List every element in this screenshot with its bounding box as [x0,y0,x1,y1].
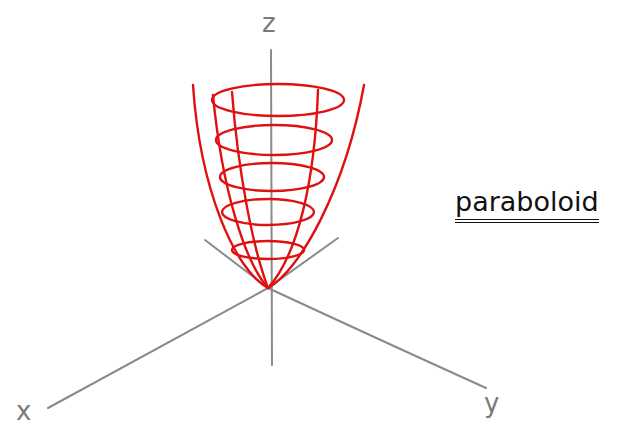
level-curve [220,163,324,191]
level-curve [232,241,304,259]
y-axis [268,288,486,388]
axis-label: x [16,398,31,424]
axis-label: z [262,10,276,36]
level-curve [216,125,332,155]
outer-profile [193,85,364,288]
title-label: paraboloid [455,188,599,223]
axis-label: y [484,390,499,416]
level-curve [222,199,314,225]
x-axis [48,288,268,408]
paraboloid-surface [193,84,364,288]
axis-guides [205,238,338,288]
axes [48,50,486,408]
z-axis [271,50,272,365]
level-curve [212,84,344,116]
